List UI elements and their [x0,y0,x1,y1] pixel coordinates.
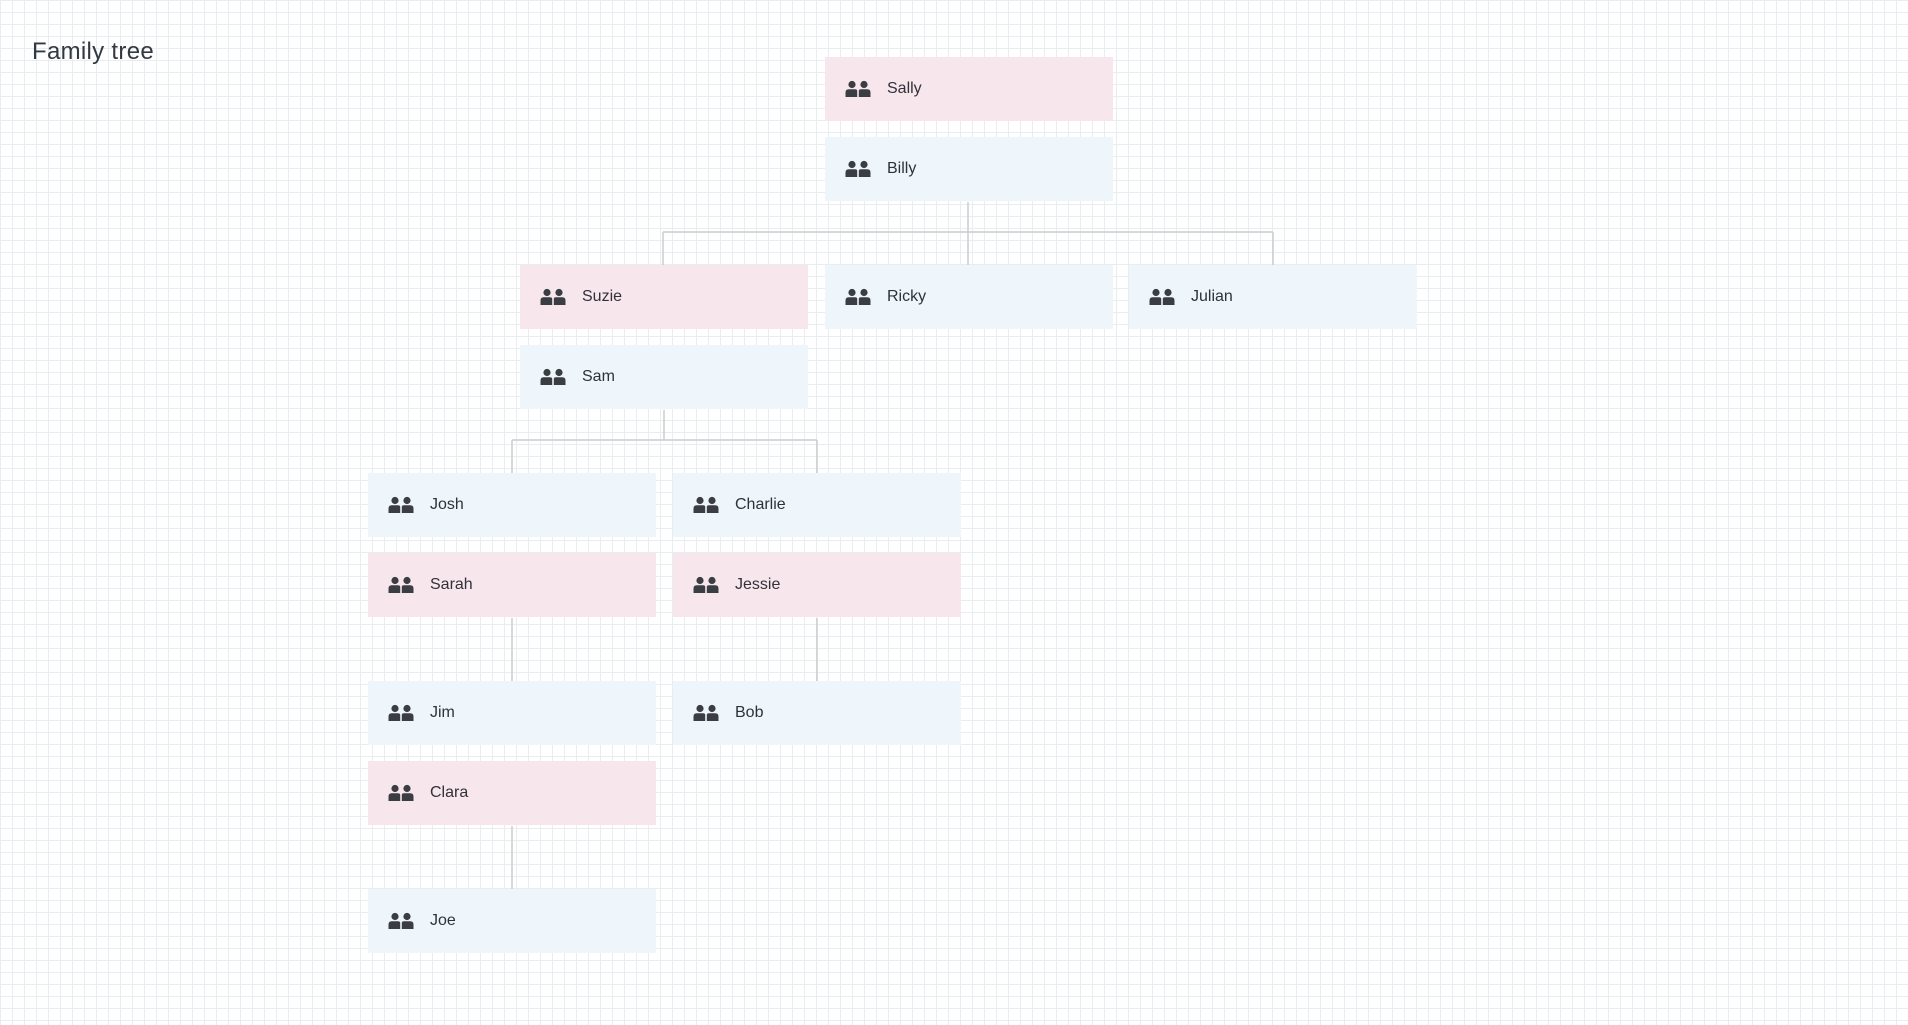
member-charlie[interactable]: Charlie [673,473,961,537]
member-name: Bob [735,704,764,721]
member-ricky[interactable]: Ricky [825,265,1113,329]
people-icon [388,784,414,802]
people-icon [388,912,414,930]
member-joe[interactable]: Joe [368,889,656,953]
member-name: Charlie [735,496,786,513]
member-bob[interactable]: Bob [673,681,961,745]
diagram-title: Family tree [32,38,154,65]
member-name: Billy [887,160,917,177]
member-name: Sam [582,368,615,385]
people-icon [845,288,871,306]
member-name: Jim [430,704,455,721]
member-julian[interactable]: Julian [1129,265,1417,329]
member-clara[interactable]: Clara [368,761,656,825]
people-icon [540,368,566,386]
people-icon [388,576,414,594]
people-icon [388,704,414,722]
people-icon [1149,288,1175,306]
member-sarah[interactable]: Sarah [368,553,656,617]
member-jessie[interactable]: Jessie [673,553,961,617]
people-icon [388,496,414,514]
member-name: Jessie [735,576,781,593]
member-name: Josh [430,496,464,513]
member-name: Sarah [430,576,473,593]
member-name: Suzie [582,288,623,305]
member-jim[interactable]: Jim [368,681,656,745]
people-icon [693,496,719,514]
member-name: Clara [430,784,469,801]
member-name: Ricky [887,288,927,305]
member-name: Julian [1191,288,1233,305]
member-sam[interactable]: Sam [520,345,808,409]
member-sally[interactable]: Sally [825,57,1113,121]
member-suzie[interactable]: Suzie [520,265,808,329]
people-icon [540,288,566,306]
people-icon [845,160,871,178]
member-name: Joe [430,912,456,929]
people-icon [693,704,719,722]
people-icon [693,576,719,594]
member-josh[interactable]: Josh [368,473,656,537]
member-name: Sally [887,80,922,97]
member-billy[interactable]: Billy [825,137,1113,201]
people-icon [845,80,871,98]
